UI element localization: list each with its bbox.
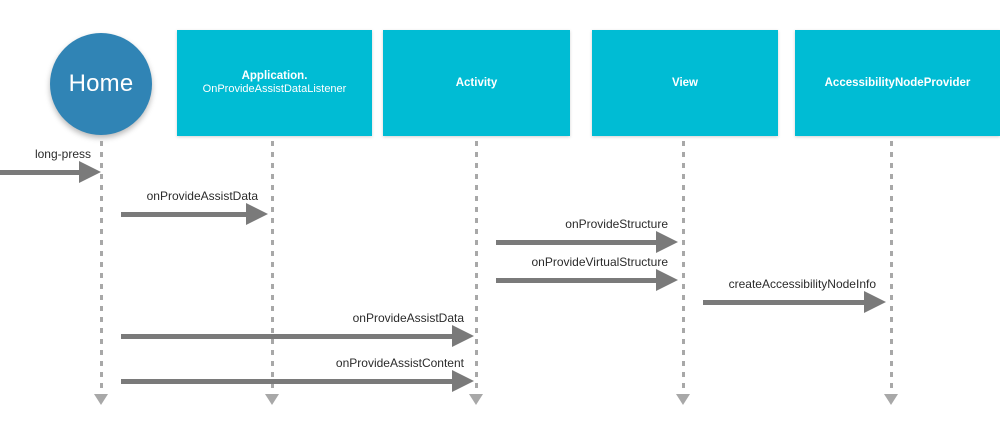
- message-line: [121, 379, 452, 384]
- message-line: [121, 334, 452, 339]
- actor-home-label: Home: [68, 70, 134, 97]
- lifeline-application: [270, 141, 274, 396]
- participant-activity[interactable]: Activity: [383, 30, 570, 136]
- message-arrowhead: [452, 325, 474, 347]
- participant-title: Activity: [455, 76, 498, 89]
- participant-subtitle: OnProvideAssistDataListener: [202, 83, 347, 96]
- participant-label-group: View: [672, 76, 698, 90]
- message-arrowhead: [79, 161, 101, 183]
- lifeline-end-arrow-accessibilitynodeprovider: [884, 394, 898, 405]
- message-arrowhead: [452, 370, 474, 392]
- lifeline-end-arrow-application: [265, 394, 279, 405]
- participant-label-group: Activity: [456, 76, 498, 90]
- participant-title: Application.: [241, 69, 308, 82]
- participant-view[interactable]: View: [592, 30, 778, 136]
- participant-application-onprovideassistdatalistener[interactable]: Application. OnProvideAssistDataListener: [177, 30, 372, 136]
- message-label: long-press: [34, 147, 91, 161]
- participant-label-group: AccessibilityNodeProvider: [825, 76, 971, 90]
- message-line: [703, 300, 864, 305]
- lifeline-view: [681, 141, 685, 396]
- message-label: onProvideStructure: [565, 217, 668, 231]
- message-label: onProvideAssistData: [146, 189, 258, 203]
- lifeline-end-arrow-view: [676, 394, 690, 405]
- message-line: [121, 212, 246, 217]
- lifeline-activity: [474, 141, 478, 396]
- message-arrowhead: [864, 291, 886, 313]
- lifeline-end-arrow-home: [94, 394, 108, 405]
- message-label: onProvideVirtualStructure: [531, 255, 668, 269]
- participant-accessibilitynodeprovider[interactable]: AccessibilityNodeProvider: [795, 30, 1000, 136]
- message-line: [0, 170, 79, 175]
- lifeline-accessibilitynodeprovider: [889, 141, 893, 396]
- message-arrowhead: [246, 203, 268, 225]
- participant-title: View: [672, 76, 698, 89]
- message-arrowhead: [656, 231, 678, 253]
- message-line: [496, 278, 656, 283]
- message-line: [496, 240, 656, 245]
- participant-label-group: Application. OnProvideAssistDataListener: [203, 69, 347, 97]
- message-arrowhead: [656, 269, 678, 291]
- participant-title: AccessibilityNodeProvider: [824, 76, 971, 89]
- message-label: onProvideAssistContent: [335, 356, 464, 370]
- lifeline-end-arrow-activity: [469, 394, 483, 405]
- actor-home[interactable]: Home: [50, 33, 152, 135]
- lifeline-home: [99, 141, 103, 396]
- message-label: onProvideAssistData: [352, 311, 464, 325]
- message-label: createAccessibilityNodeInfo: [728, 277, 876, 291]
